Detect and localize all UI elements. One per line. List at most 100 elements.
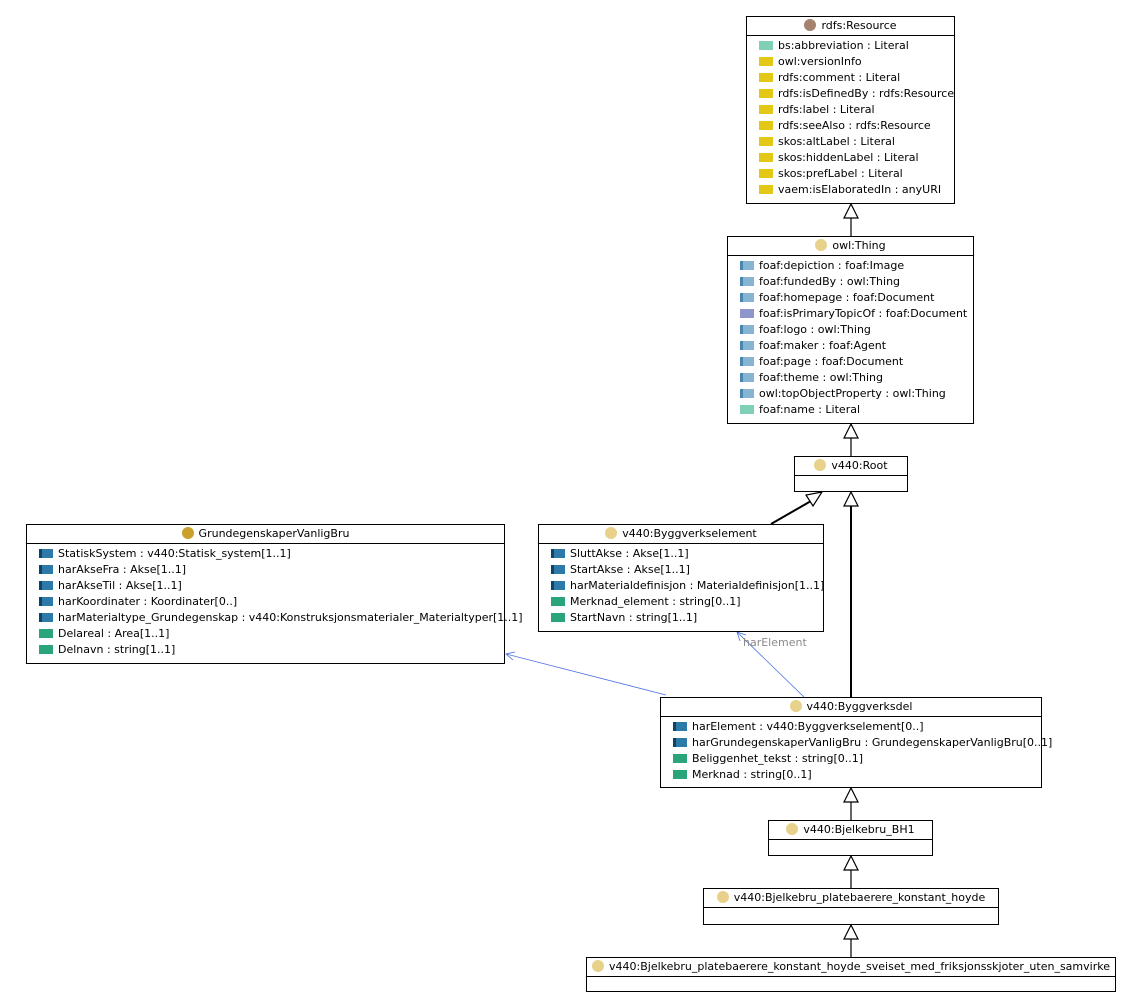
object-property-icon: [740, 357, 754, 366]
attribute-row[interactable]: bs:abbreviation : Literal: [747, 38, 954, 54]
attribute-text: rdfs:comment : Literal: [778, 71, 901, 84]
object-property-icon: [740, 293, 754, 302]
object-property-icon: [740, 309, 754, 318]
class-icon: [592, 960, 605, 972]
attribute-row[interactable]: rdfs:isDefinedBy : rdfs:Resource: [747, 86, 954, 102]
attribute-text: harElement : v440:Byggverkselement[0..]: [692, 720, 924, 733]
attribute-row[interactable]: rdfs:seeAlso : rdfs:Resource: [747, 118, 954, 134]
attribute-text: foaf:theme : owl:Thing: [759, 371, 883, 384]
attribute-text: foaf:name : Literal: [759, 403, 861, 416]
attribute-row[interactable]: Merknad : string[0..1]: [661, 767, 1041, 783]
attribute-row[interactable]: foaf:maker : foaf:Agent: [728, 338, 973, 354]
attribute-row[interactable]: vaem:isElaboratedIn : anyURI: [747, 182, 954, 198]
attribute-text: harGrundegenskaperVanligBru : Grundegens…: [692, 736, 1053, 749]
attribute-row[interactable]: StartAkse : Akse[1..1]: [539, 562, 823, 578]
attribute-row[interactable]: SluttAkse : Akse[1..1]: [539, 546, 823, 562]
attribute-row[interactable]: foaf:depiction : foaf:Image: [728, 258, 973, 274]
attribute-row[interactable]: foaf:fundedBy : owl:Thing: [728, 274, 973, 290]
inheritance-thing-to-resource: [843, 202, 859, 236]
class-v440-bjelkebru-sveiset[interactable]: v440:Bjelkebru_platebaerere_konstant_hoy…: [586, 957, 1116, 992]
attribute-row[interactable]: harMaterialdefinisjon : Materialdefinisj…: [539, 578, 824, 594]
class-name: v440:Bjelkebru_platebaerere_konstant_hoy…: [733, 891, 986, 904]
class-v440-bjelkebru-bh1[interactable]: v440:Bjelkebru_BH1: [768, 820, 933, 856]
annotation-property-icon: [759, 105, 773, 114]
attribute-row[interactable]: harElement : v440:Byggverkselement[0..]: [661, 719, 1041, 735]
attribute-row[interactable]: Delnavn : string[1..1]: [27, 642, 504, 658]
attribute-text: SluttAkse : Akse[1..1]: [570, 547, 689, 560]
attribute-text: rdfs:label : Literal: [778, 103, 875, 116]
class-name: GrundegenskaperVanligBru: [198, 527, 350, 540]
inheritance-bh1-to-del: [843, 786, 859, 820]
attribute-text: Delareal : Area[1..1]: [58, 627, 170, 640]
class-v440-byggverksdel[interactable]: v440:Byggverksdel harElement : v440:Bygg…: [660, 697, 1052, 788]
attribute-row[interactable]: foaf:name : Literal: [728, 402, 973, 418]
attribute-row[interactable]: StatiskSystem : v440:Statisk_system[1..1…: [27, 546, 504, 562]
class-icon: [789, 700, 802, 712]
class-name: v440:Byggverksdel: [806, 700, 913, 713]
attribute-row[interactable]: harAkseTil : Akse[1..1]: [27, 578, 504, 594]
inheritance-root-to-thing: [843, 422, 859, 456]
attribute-text: StartAkse : Akse[1..1]: [570, 563, 690, 576]
annotation-property-icon: [759, 89, 773, 98]
attribute-row[interactable]: foaf:logo : owl:Thing: [728, 322, 973, 338]
attribute-row[interactable]: foaf:theme : owl:Thing: [728, 370, 973, 386]
attribute-row[interactable]: rdfs:comment : Literal: [747, 70, 954, 86]
attribute-text: harAkseFra : Akse[1..1]: [58, 563, 187, 576]
object-property-icon: [551, 581, 565, 590]
inheritance-element-to-root: [770, 491, 824, 525]
inheritance-sveiset-to-plate: [843, 923, 859, 957]
annotation-property-icon: [759, 73, 773, 82]
class-v440-byggverkselement[interactable]: v440:Byggverkselement SluttAkse : Akse[1…: [538, 524, 824, 632]
object-property-icon: [673, 722, 687, 731]
attribute-text: StartNavn : string[1..1]: [570, 611, 698, 624]
attribute-row[interactable]: Delareal : Area[1..1]: [27, 626, 504, 642]
attribute-row[interactable]: foaf:homepage : foaf:Document: [728, 290, 973, 306]
class-v440-bjelkebru-platebaerere[interactable]: v440:Bjelkebru_platebaerere_konstant_hoy…: [703, 888, 999, 925]
attribute-text: skos:hiddenLabel : Literal: [778, 151, 919, 164]
attribute-text: Delnavn : string[1..1]: [58, 643, 176, 656]
attribute-row[interactable]: harMaterialtype_Grundegenskap : v440:Kon…: [27, 610, 523, 626]
attribute-row[interactable]: harGrundegenskaperVanligBru : Grundegens…: [661, 735, 1052, 751]
datatype-property-icon: [551, 613, 565, 622]
attribute-row[interactable]: owl:versionInfo: [747, 54, 954, 70]
annotation-property-icon: [759, 185, 773, 194]
annotation-property-icon: [759, 153, 773, 162]
object-property-icon: [740, 373, 754, 382]
object-property-icon: [39, 549, 53, 558]
attribute-row[interactable]: Beliggenhet_tekst : string[0..1]: [661, 751, 1041, 767]
attribute-text: owl:versionInfo: [778, 55, 862, 68]
attribute-list: StatiskSystem : v440:Statisk_system[1..1…: [27, 544, 523, 660]
attribute-row[interactable]: skos:hiddenLabel : Literal: [747, 150, 954, 166]
attribute-row[interactable]: StartNavn : string[1..1]: [539, 610, 823, 626]
attribute-row[interactable]: harAkseFra : Akse[1..1]: [27, 562, 504, 578]
attribute-row[interactable]: rdfs:label : Literal: [747, 102, 954, 118]
annotation-property-icon: [759, 137, 773, 146]
attribute-text: foaf:isPrimaryTopicOf : foaf:Document: [759, 307, 968, 320]
object-property-icon: [551, 549, 565, 558]
annotation-property-icon: [759, 121, 773, 130]
attribute-row[interactable]: harKoordinater : Koordinater[0..]: [27, 594, 504, 610]
attribute-text: rdfs:isDefinedBy : rdfs:Resource: [778, 87, 955, 100]
attribute-row[interactable]: foaf:isPrimaryTopicOf : foaf:Document: [728, 306, 973, 322]
class-icon: [786, 823, 799, 835]
class-grundegenskaper-vanlig-bru[interactable]: GrundegenskaperVanligBru StatiskSystem :…: [26, 524, 523, 664]
attribute-row[interactable]: skos:prefLabel : Literal: [747, 166, 954, 182]
attribute-list: harElement : v440:Byggverkselement[0..] h…: [661, 717, 1052, 785]
datatype-property-icon: [740, 405, 754, 414]
attribute-text: owl:topObjectProperty : owl:Thing: [759, 387, 946, 400]
attribute-row[interactable]: foaf:page : foaf:Document: [728, 354, 973, 370]
attribute-row[interactable]: owl:topObjectProperty : owl:Thing: [728, 386, 973, 402]
attribute-row[interactable]: skos:altLabel : Literal: [747, 134, 954, 150]
class-v440-root[interactable]: v440:Root: [794, 456, 908, 492]
object-property-icon: [551, 565, 565, 574]
attribute-text: bs:abbreviation : Literal: [778, 39, 909, 52]
attribute-row[interactable]: Merknad_element : string[0..1]: [539, 594, 823, 610]
class-name: v440:Byggverkselement: [622, 527, 757, 540]
annotation-property-icon: [759, 57, 773, 66]
association-harGrundegenskaperVanligBru: [505, 651, 667, 696]
class-icon: [804, 19, 817, 31]
class-name: v440:Bjelkebru_platebaerere_konstant_hoy…: [609, 960, 1110, 973]
